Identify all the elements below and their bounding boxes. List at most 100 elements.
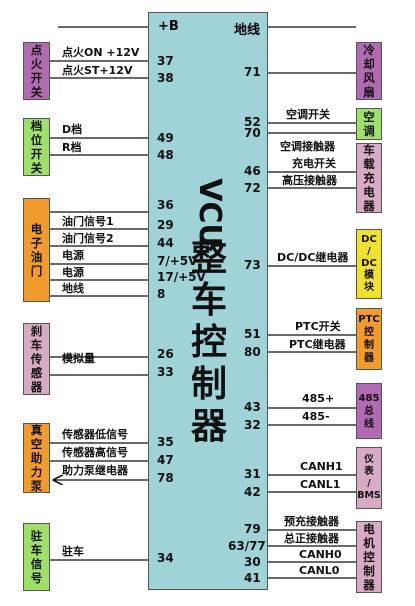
signal-label: 传感器高信号 [62,446,128,459]
vcu-title: VCU 整 车 控 制 器 [174,178,244,448]
signal-label: 空调开关 [286,108,330,121]
module-label: 器 [364,353,374,364]
module-label: 风 [363,71,375,85]
signal-label: PTC开关 [295,320,341,333]
signal-label: 充电开关 [292,157,336,170]
module-label: 块 [363,282,374,293]
pin-number: 34 [157,551,174,565]
module-label: 空 [363,110,375,124]
pin-number: 26 [157,347,174,361]
pin-number: 71 [244,65,261,79]
module-label: 总 [364,405,374,417]
pin-number: 79 [244,522,261,536]
ptc-controller-module: PTC 控 制 器 [356,308,382,370]
pin-number: 63/77 [228,539,266,553]
pin-number: 36 [157,198,174,212]
module-label: 车 [363,143,375,157]
module-label: 子 [30,236,43,250]
module-label: DC [361,234,377,245]
module-label: / [367,246,371,257]
module-label: 位 [30,133,43,147]
cooling-fan-module: 冷 却 风 扇 [356,42,382,100]
signal-label: CANL0 [299,564,340,577]
module-label: 器 [363,578,375,592]
pin-number: 17/+5V [157,270,206,284]
pin-number: 30 [244,555,261,569]
pin-number: 31 [244,467,261,481]
pin-number: 48 [157,148,174,162]
motor-controller-module: 电 机 控 制 器 [356,521,382,593]
signal-label: CANH1 [300,460,343,473]
module-label: 电 [363,522,375,536]
pin-number: 41 [244,571,261,585]
signal-label: 电源 [62,266,84,279]
pin-number: 29 [157,218,174,232]
module-label: 门 [30,264,43,278]
pin-number: 33 [157,365,174,379]
module-label: 器 [363,199,375,213]
module-label: / [367,478,371,489]
signal-label: 点火ON +12V [62,46,140,59]
signal-label: 驻车 [62,545,84,558]
signal-label: 油门信号1 [62,215,114,228]
module-label: 电 [363,185,375,199]
module-label: 控 [363,550,375,564]
pin-number: 37 [157,54,174,68]
module-label: 扇 [363,85,375,99]
module-label: 开 [30,71,43,85]
module-label: 关 [30,85,43,99]
pin-number: 78 [157,471,174,485]
ground-label: 地线 [234,23,261,38]
onboard-charger-module: 车 载 充 电 器 [356,143,382,213]
signal-label: 地线 [62,282,84,295]
module-label: 空 [30,437,43,451]
module-label: 火 [30,57,43,71]
bus-485-module: 485 总 线 [356,383,382,439]
module-label: 仪 [364,454,374,465]
signal-label: 高压接触器 [282,174,337,187]
module-label: 传 [30,352,43,366]
module-label: PTC [358,314,380,325]
pin-number: 35 [157,435,174,449]
signal-label: 油门信号2 [62,232,114,245]
vcu-title-line: 整 [190,238,227,279]
pin-number: 47 [157,453,174,467]
signal-label: 485+ [302,392,335,405]
pin-number: 49 [157,131,174,145]
module-label: 线 [364,418,374,430]
module-label: 泵 [30,479,43,493]
signal-label: 传感器低信号 [62,428,128,441]
vcu-title-line: 器 [190,406,227,447]
pin-number: 52 [244,115,261,129]
vcu-title-line: 控 [190,322,227,363]
module-label: 机 [363,536,375,550]
module-label: 却 [363,57,375,71]
pin-number: 44 [157,236,174,250]
signal-label: 空调接触器 [280,140,335,153]
dcdc-module: DC / DC 模 块 [356,229,382,299]
module-label: 电 [30,222,43,236]
vcu-title-line: 制 [190,364,227,405]
pin-number: 42 [244,485,261,499]
ignition-switch-module: 点 火 开 关 [23,42,50,100]
pin-number: 8 [157,287,166,301]
module-label: 车 [30,338,43,352]
module-label: 力 [30,465,43,479]
module-label: DC [361,258,377,269]
signal-label: PTC继电器 [289,338,346,351]
instrument-bms-module: 仪 表 / BMS [356,447,382,509]
module-label: 关 [30,161,43,175]
vcu-controller-box [148,12,268,590]
pin-number: 32 [244,418,261,432]
pin-number: 43 [244,400,261,414]
vcu-title-line: VCU [191,178,227,248]
pin-number: 80 [244,345,261,359]
signal-label: D档 [62,123,83,136]
vacuum-booster-pump-module: 真 空 助 力 泵 [23,423,50,493]
module-label: 点 [30,43,43,57]
module-label: 充 [363,171,375,185]
b-plus-label: +B [158,19,179,34]
module-label: 控 [364,327,374,338]
pin-number: 73 [244,258,261,272]
vcu-title-line: 车 [190,280,227,321]
